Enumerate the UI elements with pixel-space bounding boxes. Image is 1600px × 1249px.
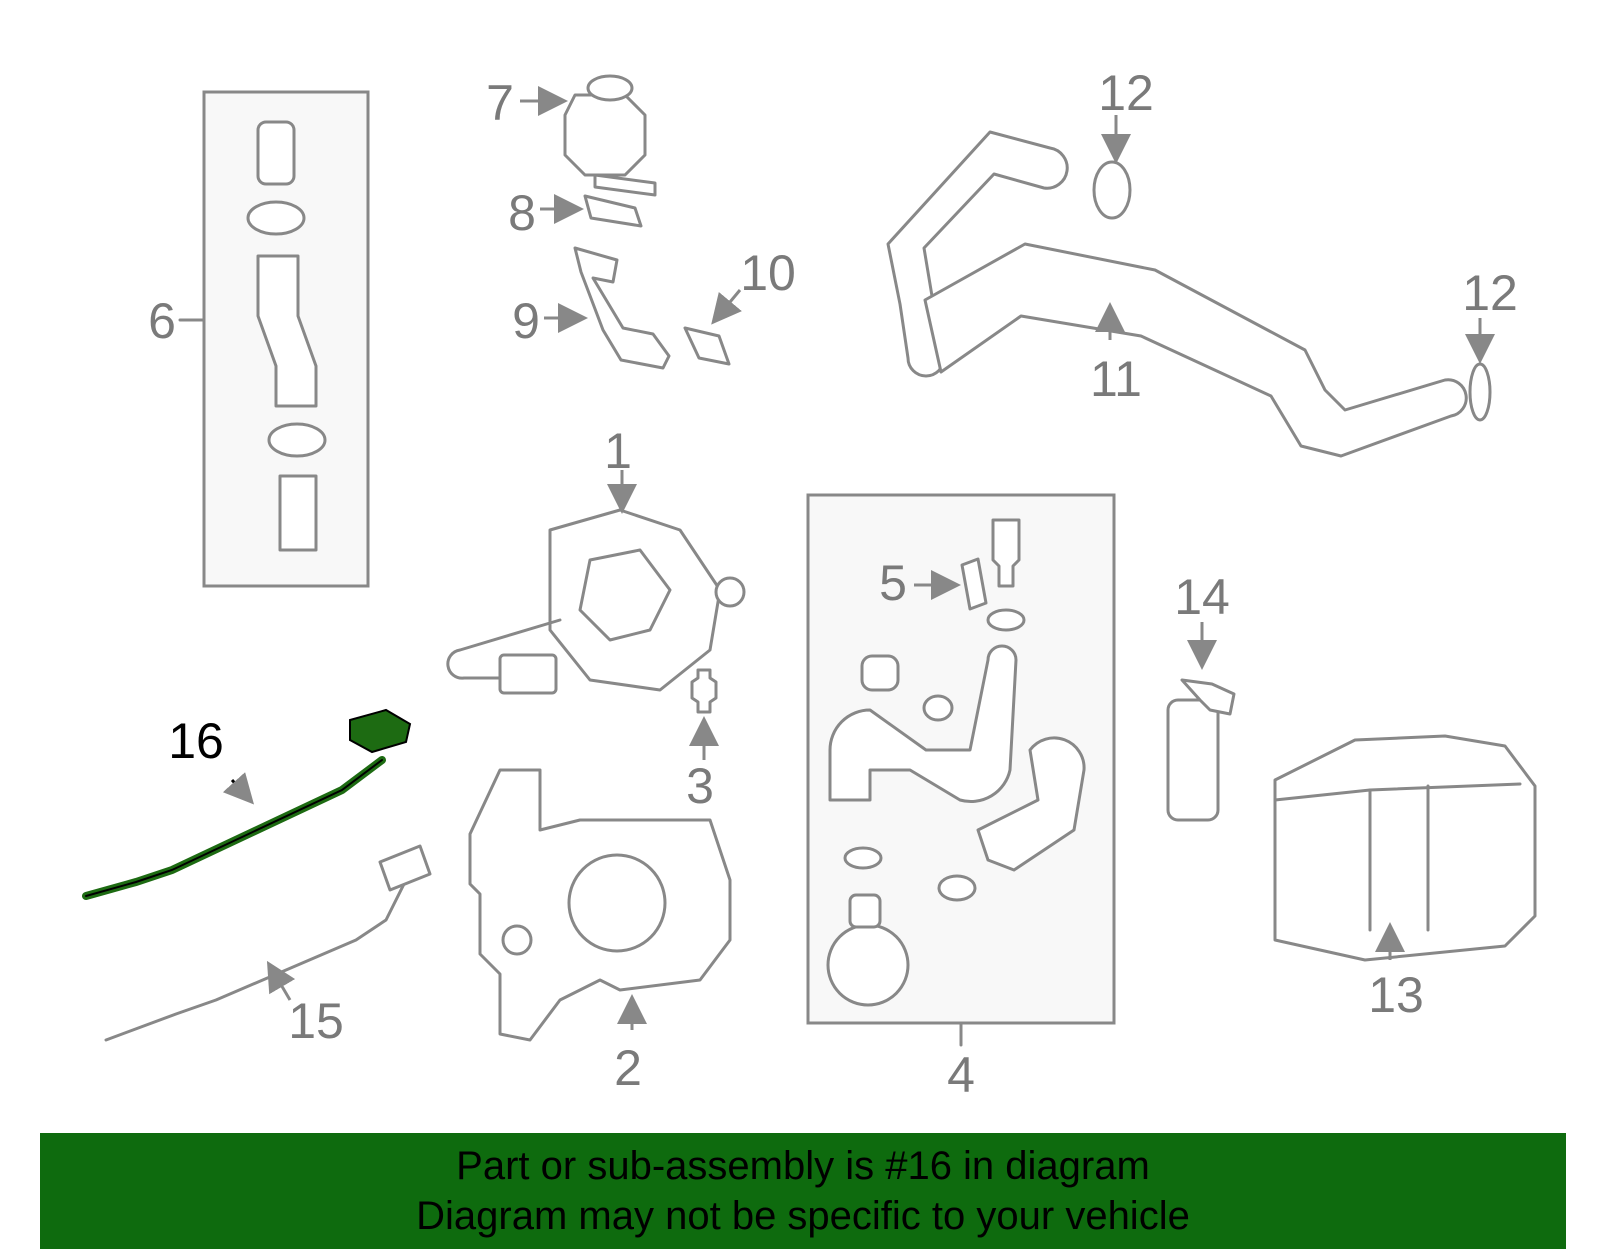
callout-12a: 12: [1098, 65, 1154, 121]
callout-11: 11: [1090, 351, 1142, 407]
part-16-oxygen-sensor: [82, 708, 412, 900]
part-13-canister: [1273, 734, 1537, 962]
callout-1: 1: [604, 423, 632, 479]
part-12-clamps: [1092, 115, 1495, 422]
callout-12b: 12: [1462, 265, 1518, 321]
info-banner: Part or sub-assembly is #16 in diagram D…: [40, 1133, 1566, 1249]
part-8-gasket: [540, 194, 643, 228]
part-2-bracket: [468, 768, 732, 1042]
part-9-pipe: [544, 246, 671, 370]
callout-labels: 1 2 3 4 5 6 7 8 9 10 11 12 12 13 14 15 1…: [148, 65, 1518, 1103]
callout-14: 14: [1174, 569, 1230, 625]
callout-9: 9: [512, 293, 540, 349]
part-1-pump: [446, 470, 746, 695]
callout-13: 13: [1368, 967, 1424, 1023]
callout-6: 6: [148, 293, 176, 349]
part-6-group: [178, 90, 370, 588]
banner-line-2: Diagram may not be specific to your vehi…: [416, 1194, 1190, 1238]
part-4-group: [806, 493, 1116, 1047]
callout-16: 16: [168, 713, 224, 769]
banner-line-1: Part or sub-assembly is #16 in diagram: [456, 1144, 1150, 1188]
callout-3: 3: [686, 758, 714, 814]
callout-2: 2: [614, 1040, 642, 1096]
part-3-sensor: [689, 668, 719, 760]
part-10-gasket: [683, 289, 742, 366]
part-11-hose: [886, 130, 1468, 458]
part-7-valve: [520, 74, 657, 197]
callout-15: 15: [288, 993, 344, 1049]
part-15-oxygen-sensor: [104, 844, 432, 1042]
part-14-valve: [1166, 622, 1236, 822]
callout-8: 8: [508, 185, 536, 241]
callout-5: 5: [879, 555, 907, 611]
callout-4: 4: [947, 1047, 975, 1103]
callout-7: 7: [486, 75, 514, 131]
callout-10: 10: [740, 245, 796, 301]
